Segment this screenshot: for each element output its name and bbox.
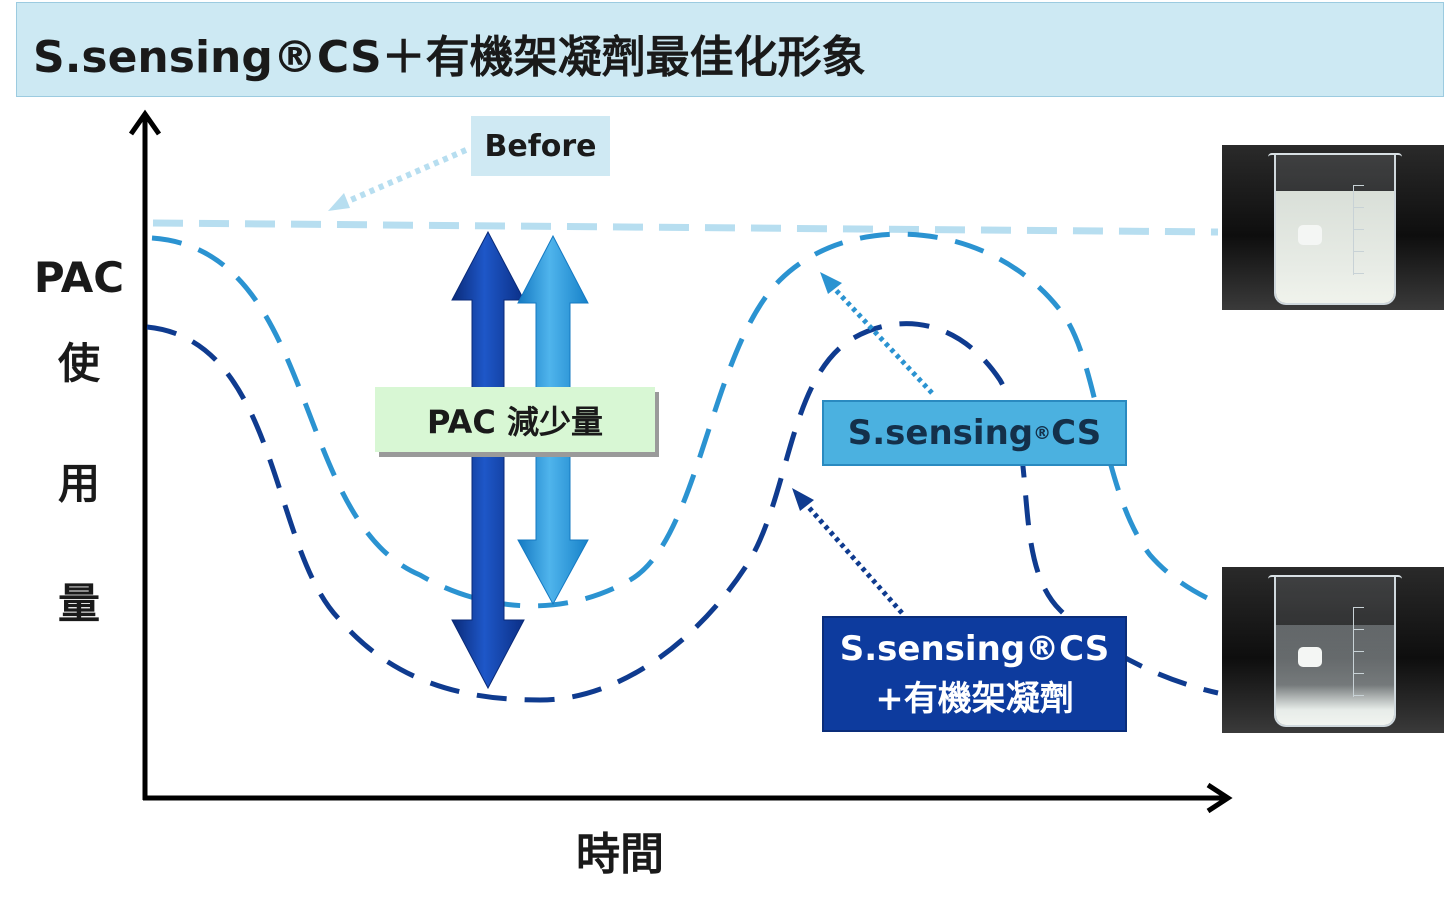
y-axis-label-char2: 用 (57, 459, 100, 508)
cs-label-reg: ® (1033, 422, 1052, 444)
beaker-scale (1353, 185, 1366, 275)
cs-label-suffix: CS (1051, 413, 1102, 453)
cs-pointer (820, 272, 934, 395)
beaker-label-spot (1298, 225, 1322, 245)
cs-org-label-line2: +有機架凝劑 (875, 679, 1074, 719)
cs-label-name: S.sensing (847, 413, 1034, 453)
beaker-icon (1268, 153, 1402, 305)
y-axis-label-pac: PAC (33, 253, 125, 302)
y-axis-label-char1: 使 (57, 339, 100, 388)
before-baseline (152, 219, 1219, 236)
x-axis (143, 782, 1233, 814)
beaker-scale (1353, 607, 1366, 697)
double-arrow-dark-blue-icon (451, 230, 525, 690)
cs-org-curve (146, 321, 1219, 703)
beaker-photo-before (1222, 145, 1444, 310)
beaker-photo-after (1222, 567, 1444, 733)
title-bar: S.sensing®CS＋有機架凝劑最佳化形象 (16, 2, 1444, 97)
beaker-label-spot (1298, 647, 1322, 667)
x-axis-label: 時間 (576, 829, 664, 880)
cs-curve (151, 231, 1219, 609)
cs-org-label-line1: S.sensing®CS (839, 629, 1110, 669)
beaker-icon (1268, 575, 1402, 727)
page-title: S.sensing®CS＋有機架凝劑最佳化形象 (33, 32, 866, 83)
y-axis (128, 109, 162, 800)
clear-liquid (1276, 625, 1394, 725)
y-axis-label: PAC 使 用 量 (20, 252, 138, 664)
cs-org-label: S.sensing®CS +有機架凝劑 (822, 616, 1127, 732)
y-axis-label-char3: 量 (57, 579, 100, 628)
before-label: Before (471, 116, 610, 176)
cloudy-liquid (1276, 191, 1394, 303)
cs-org-pointer (792, 488, 904, 615)
pac-reduction-label: PAC 減少量 (375, 387, 655, 452)
dotted-arrow-icon (328, 147, 468, 211)
cs-label: S.sensing®CS (822, 400, 1127, 466)
